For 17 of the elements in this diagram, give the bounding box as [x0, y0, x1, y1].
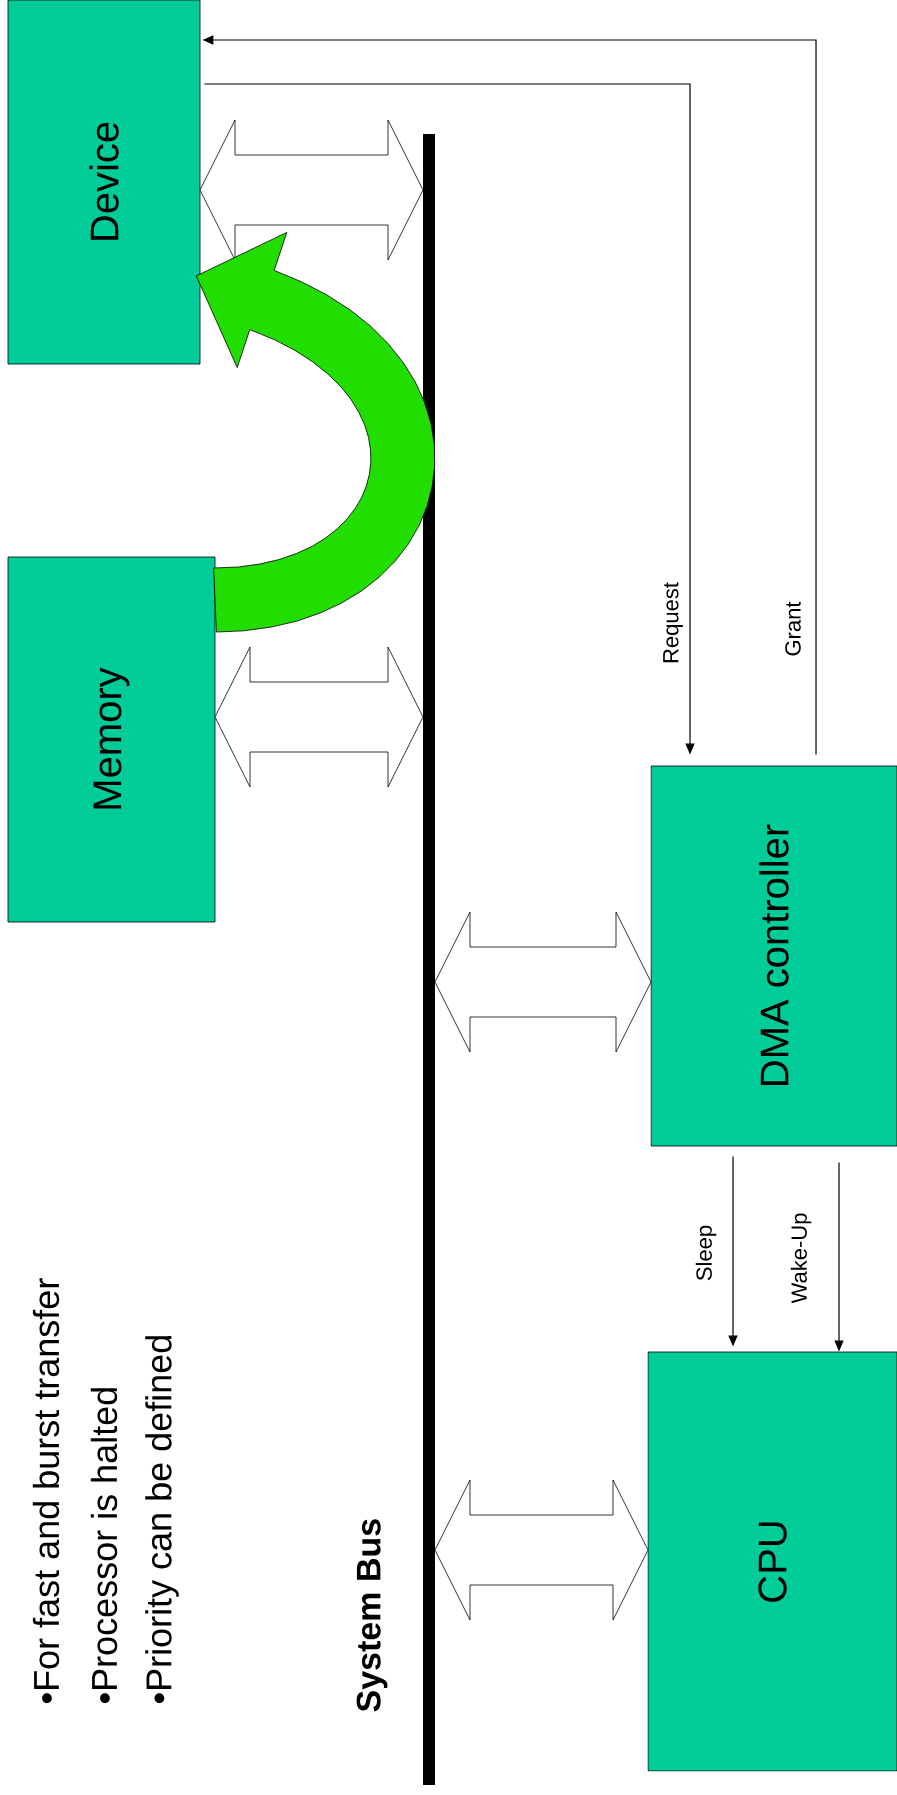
component-box: Memory: [7, 556, 216, 923]
component-box: CPU: [647, 1351, 897, 1772]
edge-label: Wake-Up: [789, 1211, 813, 1305]
edge-label: Request: [662, 581, 684, 665]
bullet-text: •For fast and burst transfer: [32, 1278, 60, 1704]
bullet-text: •Priority can be defined: [145, 1336, 179, 1704]
double-arrow: [434, 911, 652, 1053]
double-arrow: [199, 119, 424, 261]
double-arrow: [434, 1479, 649, 1621]
edge-label: Grant: [784, 600, 802, 658]
edge-label: Sleep: [694, 1223, 718, 1283]
curved-arrow: [195, 232, 436, 633]
bullet-text: •Processor is halted: [90, 1388, 118, 1704]
double-arrow: [214, 646, 424, 788]
component-box: DMA controller: [650, 765, 897, 1147]
component-box: Device: [7, 0, 201, 365]
bus-label: System Bus: [356, 1519, 388, 1712]
